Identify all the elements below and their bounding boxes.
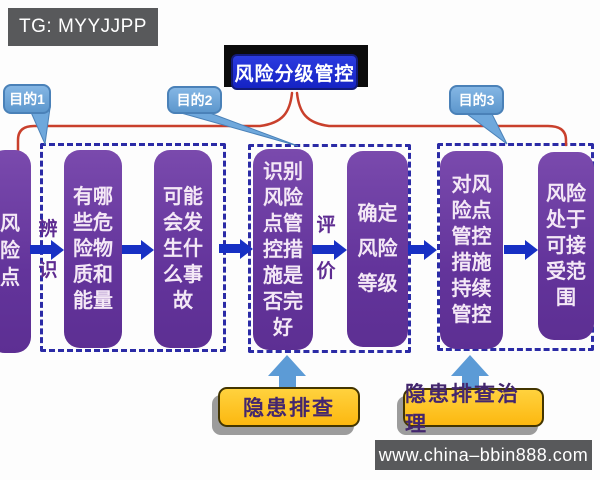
box-risk-level-label: 确定风险等级 — [357, 202, 398, 295]
box-risk-level: 确定风险等级 — [347, 151, 408, 347]
box-hidden-danger-governance: 隐患排查治理 — [403, 383, 544, 436]
tg-watermark: TG: MYYJJPP — [8, 8, 158, 46]
box-continuous-control-label: 对风险点管控措施持续管控 — [451, 174, 492, 326]
box-hidden-danger-inspection: 隐患排查 — [218, 387, 360, 427]
callout-purpose-1: 目的1 — [3, 84, 51, 114]
box-possible-accidents-label: 可能会发生什么事故 — [163, 186, 203, 312]
up-arrow-governance — [451, 355, 489, 389]
flow-arrow-2 — [122, 239, 154, 260]
flow-arrow-3 — [219, 238, 253, 259]
red-brace-right — [295, 91, 568, 147]
box-risk-point-label: 风险点 — [0, 213, 20, 289]
flow-arrow-4 — [312, 239, 347, 260]
box-acceptable-range: 风险处于可接受范围 — [538, 152, 594, 340]
callout-purpose-3: 目的3 — [449, 85, 504, 115]
box-measures-intact-label: 识别风险点管控措施是否完好 — [263, 160, 303, 339]
callout-purpose-2: 目的2 — [167, 86, 222, 114]
box-hazard-sources-label: 有哪些危险物质和能量 — [73, 186, 113, 312]
site-watermark: www.china–bbin888.com — [375, 440, 592, 470]
flow-arrow-1 — [30, 239, 64, 260]
callout-tail-3 — [461, 109, 508, 145]
label-identify: 辨识 — [38, 219, 58, 281]
callout-tail-2 — [173, 109, 299, 147]
flow-arrow-6 — [504, 239, 538, 260]
up-arrow-inspection — [268, 355, 306, 389]
box-continuous-control: 对风险点管控措施持续管控 — [440, 151, 503, 349]
box-measures-intact: 识别风险点管控措施是否完好 — [253, 149, 313, 350]
label-evaluate: 评价 — [316, 215, 336, 282]
flow-arrow-5 — [408, 239, 437, 260]
box-acceptable-range-label: 风险处于可接受范围 — [546, 183, 586, 309]
box-possible-accidents: 可能会发生什么事故 — [154, 150, 212, 348]
diagram-title: 风险分级管控 — [231, 54, 358, 90]
box-risk-point: 风险点 — [0, 150, 31, 353]
box-hazard-sources: 有哪些危险物质和能量 — [64, 150, 122, 348]
